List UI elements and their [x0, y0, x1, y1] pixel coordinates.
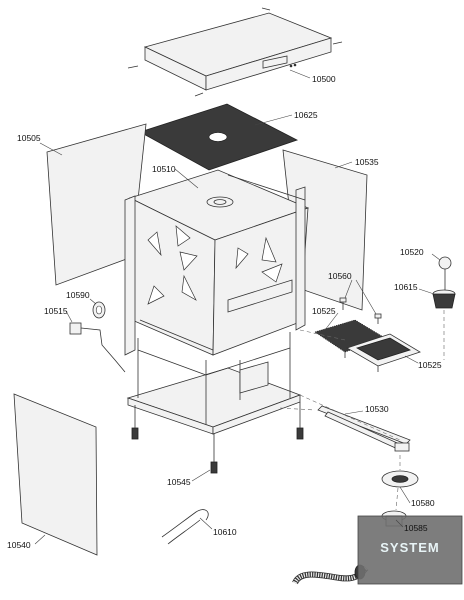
watermark-logo: SYSTEM: [357, 515, 463, 585]
label-10535: 10535: [355, 157, 379, 167]
label-10505: 10505: [17, 133, 41, 143]
label-10585: 10585: [404, 523, 428, 533]
front-panel-part: [13, 393, 98, 556]
seal-ring-part: [92, 301, 106, 319]
label-10510: 10510: [152, 164, 176, 174]
watermark-text: SYSTEM: [380, 540, 439, 555]
adjustable-feet-part: [131, 402, 304, 474]
heating-element-part: [317, 405, 411, 452]
drain-hose-part: [292, 564, 369, 585]
label-10520: 10520: [400, 247, 424, 257]
label-10525-right: 10525: [418, 360, 442, 370]
label-10545: 10545: [167, 477, 191, 487]
gasket-sheet-part: [138, 103, 299, 171]
label-10500: 10500: [312, 74, 336, 84]
base-frame-part: [126, 332, 302, 435]
label-10615: 10615: [394, 282, 418, 292]
leader-lines: [34, 69, 441, 545]
label-10560: 10560: [328, 271, 352, 281]
label-10580: 10580: [411, 498, 435, 508]
filter-cup-part: [432, 289, 456, 309]
label-10540: 10540: [7, 540, 31, 550]
connector-part: [69, 322, 126, 373]
label-10590: 10590: [66, 290, 90, 300]
hose-clip-part: [161, 509, 209, 545]
basket-right-part: [346, 333, 421, 367]
label-10515: 10515: [44, 306, 68, 316]
top-lid-part: [127, 7, 343, 97]
label-10610: 10610: [213, 527, 237, 537]
drain-flange-part: [381, 470, 419, 488]
screws-part: [339, 297, 382, 324]
rinse-arm-part: [438, 256, 452, 292]
label-10525-left: 10525: [312, 306, 336, 316]
main-body-frame-part: [124, 169, 310, 356]
label-10625: 10625: [294, 110, 318, 120]
label-10530: 10530: [365, 404, 389, 414]
